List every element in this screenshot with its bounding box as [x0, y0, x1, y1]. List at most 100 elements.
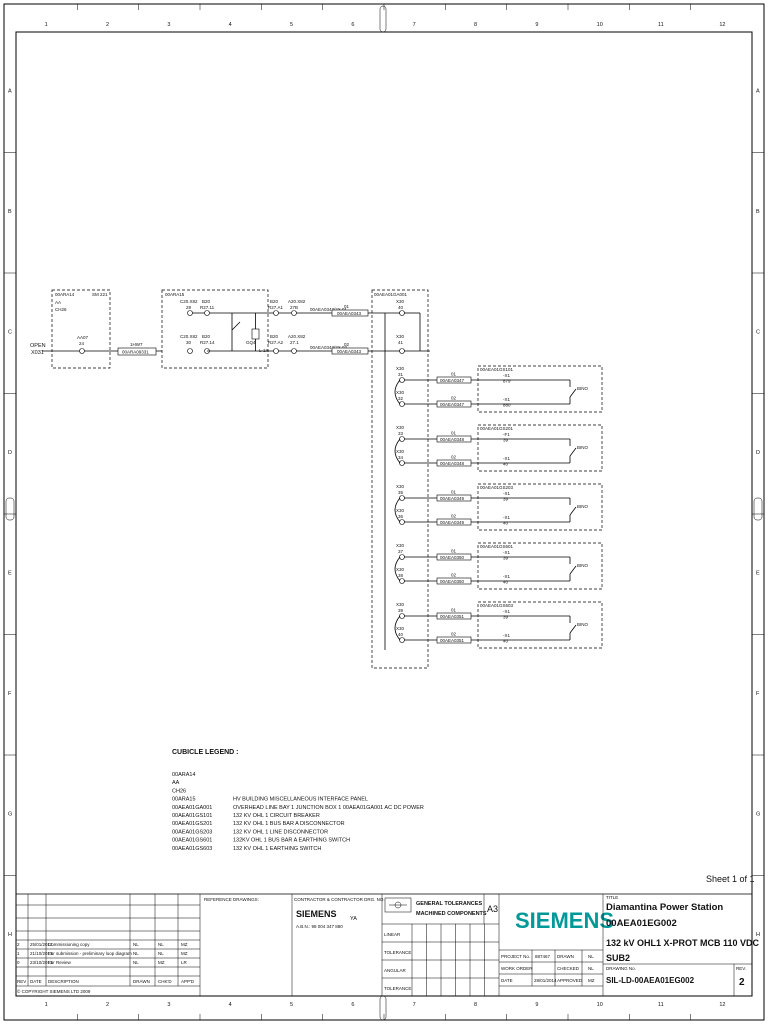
branch-core-num: 01	[451, 490, 457, 495]
relay-tag: GQ4	[246, 340, 256, 345]
device-enclosure	[477, 365, 603, 413]
title-line-3: 132 kV OHL1 X-PROT MCB 110 VDC	[606, 938, 760, 948]
branch-core-num: 01	[451, 372, 457, 377]
junction-box-00AEA01GA001	[371, 289, 429, 669]
approved-by: MZ	[588, 978, 595, 983]
branch-core-id: 00AEA0350	[440, 555, 465, 560]
branch-core-num: 02	[451, 396, 457, 401]
branch-core	[436, 518, 472, 526]
rev-cell-appd: MZ	[181, 951, 188, 956]
branch-term-b-num: 38	[398, 573, 404, 578]
legend-desc: 132 KV OHL 1 BUS BAR A DISCONNECTOR	[233, 821, 345, 827]
branch-core	[436, 612, 472, 620]
branch-term-a-num: 37	[398, 549, 404, 554]
panel2-t2b: B20	[202, 334, 211, 339]
branch-core-id: 00AEA0351	[440, 614, 465, 619]
terminal-b20-r27a1	[273, 310, 279, 316]
sheet-size: A3	[487, 904, 498, 914]
branch-terminal	[399, 578, 405, 584]
panel2-t2a: C20.X82	[180, 334, 198, 339]
rev-cell-rev: 1	[17, 951, 20, 956]
device-branches: X3031X30320100AEA03470200AEA034700AEA01G…	[394, 365, 603, 649]
panel2-t1d: R27.11	[200, 305, 215, 310]
branch-term-a-num: 35	[398, 490, 404, 495]
device-contact-b-num: 40	[503, 580, 509, 585]
open-terminal-label: X031	[31, 350, 44, 356]
contractor-name: SIEMENS	[296, 909, 337, 919]
col-label-bottom: 4	[229, 1002, 232, 1008]
col-label-bottom: 8	[474, 1002, 477, 1008]
branch-terminal	[399, 436, 405, 442]
col-label-bottom: 9	[535, 1002, 538, 1008]
col-label-top: 6	[351, 22, 354, 28]
rev-cell-chkd: MZ	[158, 960, 165, 965]
wire-label-2: 00AEA0343/2X.02	[310, 345, 348, 350]
legend-code: 00AEA01GA001	[172, 805, 212, 811]
legend-desc: 132 KV OHL 1 LINE DISCONNECTOR	[233, 829, 328, 835]
link-d: 27B	[290, 305, 298, 310]
terminal-b20-r27a2	[273, 348, 279, 354]
panel2-t2d: R27.14	[200, 340, 215, 345]
branch-term-a-num: 39	[398, 608, 404, 613]
branch-core	[436, 400, 472, 408]
branch-core-num: 02	[451, 632, 457, 637]
ref-drawings-label: REFERENCE DRAWINGS:	[204, 897, 259, 902]
col-label-top: 10	[597, 22, 603, 28]
branch-term-b: X30	[396, 626, 405, 631]
title-line-2: 00AEA01EG002	[606, 918, 677, 929]
drawn-label: DRAWN	[557, 954, 574, 959]
branch-5: X3039X30400100AEA03510200AEA035100AEA01G…	[394, 601, 603, 649]
cable1-bottom: 00ARA09331	[122, 350, 149, 355]
col-label-bottom: 5	[290, 1002, 293, 1008]
branch-term-b: X30	[396, 567, 405, 572]
device-contact-a: -X1	[503, 550, 511, 555]
panel-00ARA14	[51, 289, 111, 369]
rev-label: REV.	[736, 966, 746, 971]
row-label-left: E	[8, 570, 12, 576]
branch-core-id: 00AEA0348	[440, 461, 465, 466]
core-02-id: 00AEA0343	[337, 349, 362, 354]
terminal-b20-r2711	[204, 310, 210, 316]
rev-cell-chkd: NL	[158, 951, 164, 956]
jb-terminal-40	[399, 310, 405, 316]
jb-t1: X30	[396, 299, 405, 304]
cable1-top: 1HW7	[130, 342, 143, 347]
panel1-tag: 00ARA14	[55, 292, 75, 297]
legend-desc: 132KV OHL 1 BUS BAR A EARTHING SWITCH	[233, 838, 350, 844]
col-label-bottom: 7	[413, 1002, 416, 1008]
device-contact-a: -X1	[503, 373, 511, 378]
branch-terminal	[399, 495, 405, 501]
branch-core-num: 02	[451, 455, 457, 460]
device-tag: 00AEA01GS601	[480, 544, 514, 549]
bottom-centre-mark	[379, 995, 387, 1021]
legend-code: 00AEA01GS101	[172, 813, 212, 819]
branch-core	[436, 376, 472, 384]
terminal-a20-27b	[291, 310, 297, 316]
device-contact-a: -F1	[503, 432, 510, 437]
device-contact-a-num: 39	[503, 438, 509, 443]
branch-core	[436, 435, 472, 443]
legend-code: 00AEA01GS201	[172, 821, 212, 827]
device-contact-b: -X1	[503, 515, 511, 520]
row-label-left: G	[8, 811, 12, 817]
row-label-left: A	[8, 88, 12, 94]
terminal-c20-30	[187, 348, 193, 354]
branch-term-b: X30	[396, 449, 405, 454]
legend-desc: 132 KV OHL 1 CIRCUIT BREAKER	[233, 813, 320, 819]
branch-jumper	[394, 438, 401, 464]
rev-header: DRAWN	[133, 979, 150, 984]
legend-code: 00AEA01GS603	[172, 846, 212, 852]
core-02-num: 02	[344, 342, 350, 347]
rev-header: REV	[17, 979, 26, 984]
device-contact-a-num: 39	[503, 497, 509, 502]
device-contact-b: -X1	[503, 633, 511, 638]
title-label: TITLE	[606, 895, 618, 900]
rev-cell-date: 23/10/2013	[30, 960, 53, 965]
device-contact-b-num: 880	[503, 403, 511, 408]
panel1-terminal-num: 24	[79, 341, 85, 346]
approved-label: APPROVED	[557, 978, 583, 983]
legend-desc: OVERHEAD LINE BAY 1 JUNCTION BOX 1 00AEA…	[233, 805, 424, 811]
branch-terminal	[399, 460, 405, 466]
